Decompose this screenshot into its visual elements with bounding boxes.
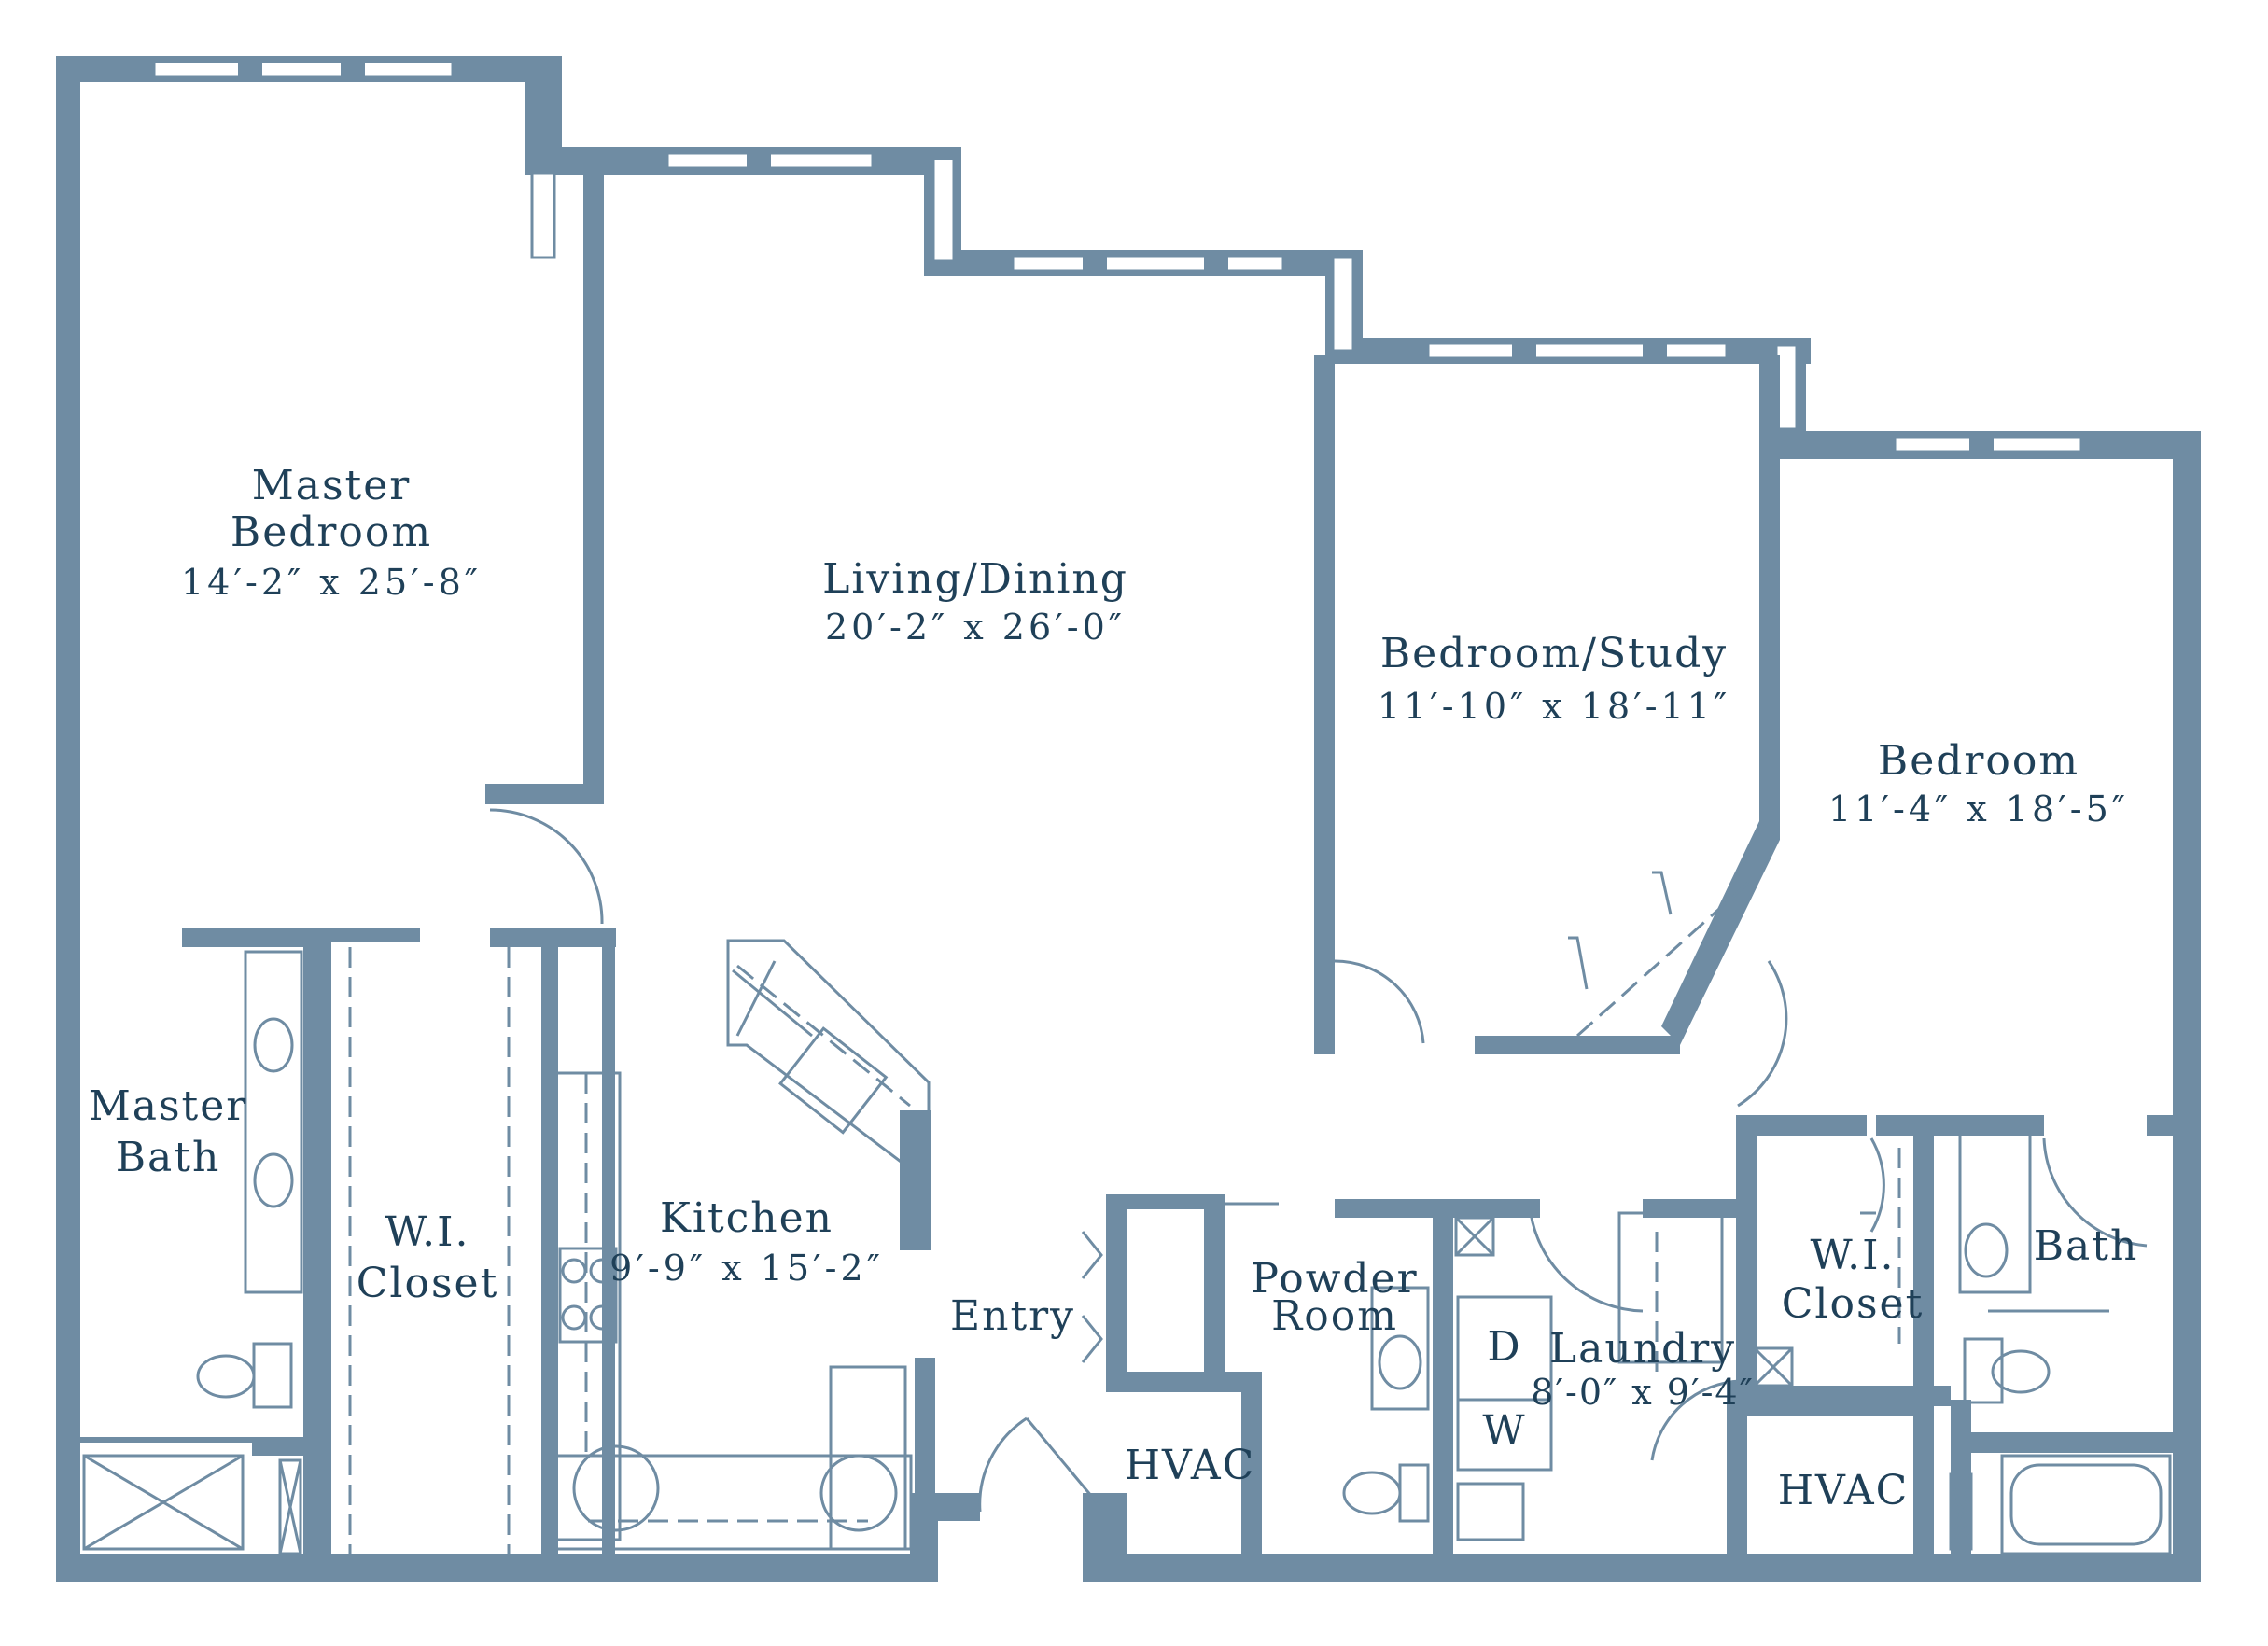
hvac-left-label: HVAC <box>1125 1442 1256 1489</box>
powder-room-label-line1: Powder <box>1251 1255 1418 1303</box>
laundry-dimensions: 8′-0″ x 9′-4″ <box>1531 1372 1755 1413</box>
master-bedroom-dimensions: 14′-2″ x 25′-8″ <box>181 562 482 603</box>
bedroom-label: Bedroom <box>1878 737 2079 785</box>
washer-label: W <box>1482 1407 1526 1455</box>
kitchen-dimensions: 9′-9″ x 15′-2″ <box>609 1248 884 1289</box>
living-dining-dimensions: 20′-2″ x 26′-0″ <box>825 607 1126 648</box>
interior-walls <box>79 159 2184 1577</box>
windows <box>152 58 2083 455</box>
wi-closet-right-label-line2: Closet <box>1782 1280 1925 1328</box>
dryer-label: D <box>1487 1323 1521 1371</box>
bath-label: Bath <box>2034 1222 2139 1270</box>
living-dining-label: Living/Dining <box>822 555 1128 603</box>
kitchen-label: Kitchen <box>660 1194 833 1242</box>
laundry-label: Laundry <box>1549 1325 1736 1373</box>
master-bedroom-label-line1: Master <box>252 462 412 509</box>
entry-label: Entry <box>950 1292 1075 1340</box>
powder-room-label-line2: Room <box>1271 1292 1398 1340</box>
bedroom-dimensions: 11′-4″ x 18′-5″ <box>1828 788 2129 830</box>
master-bath-label-line2: Bath <box>116 1134 221 1181</box>
bedroom-study-label: Bedroom/Study <box>1380 630 1728 677</box>
bedroom-study-dimensions: 11′-10″ x 18′-11″ <box>1378 686 1730 727</box>
master-bath-label-line1: Master <box>89 1082 248 1130</box>
door-swings <box>489 808 2148 1513</box>
hvac-right-label: HVAC <box>1778 1467 1910 1514</box>
wi-closet-left-label-line1: W.I. <box>385 1208 470 1256</box>
wi-closet-left-label-line2: Closet <box>357 1260 499 1307</box>
fixtures <box>82 871 2172 1555</box>
wi-closet-right-label-line1: W.I. <box>1811 1232 1896 1279</box>
room-labels: Master Bedroom 14′-2″ x 25′-8″ Living/Di… <box>89 462 2139 1514</box>
master-bedroom-label-line2: Bedroom <box>231 509 432 556</box>
